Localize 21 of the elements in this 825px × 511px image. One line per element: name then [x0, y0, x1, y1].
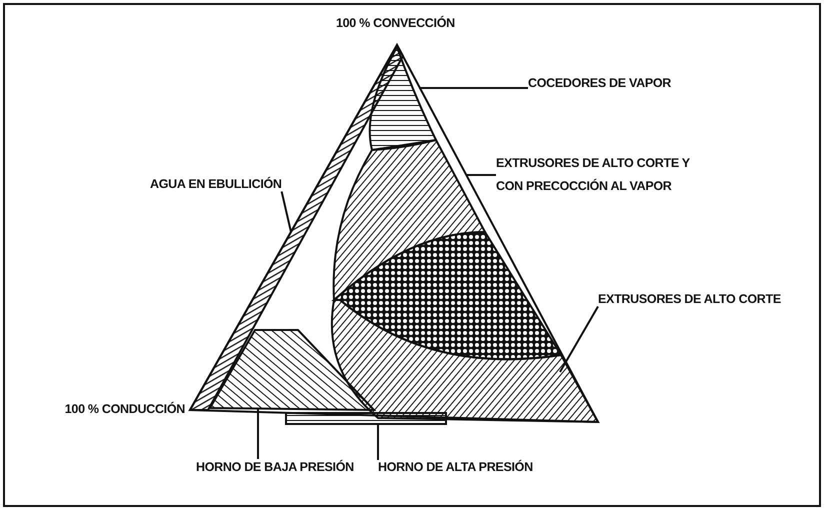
leader-line [419, 87, 528, 89]
leader-line [559, 306, 599, 372]
region-label: HORNO DE BAJA PRESIÓN [196, 456, 354, 478]
region-label: COCEDORES DE VAPOR [528, 72, 672, 94]
leader-line [257, 408, 259, 459]
hatched-strip [188, 42, 404, 411]
hatched-region [330, 299, 599, 423]
leader-line [466, 174, 496, 176]
region-label: EXTRUSORES DE ALTO CORTE Y CON PRECOCCIÓN AL VAPOR [496, 152, 716, 197]
crosshatched-region [333, 231, 562, 360]
vertex-label: 100 % CONVECCIÓN [336, 14, 455, 32]
region-label: HORNO DE ALTA PRESIÓN [378, 456, 533, 478]
leader-line [280, 191, 292, 232]
hatched-bar [285, 412, 447, 425]
region-label: EXTRUSORES DE ALTO CORTE [598, 288, 781, 310]
leader-line [377, 424, 379, 460]
hatched-region [368, 46, 437, 151]
hatched-region [332, 139, 486, 301]
hatched-region [208, 329, 376, 412]
vertex-label: 100 % CONDUCCIÓN [64, 400, 185, 418]
region-label: AGUA EN EBULLICIÓN [150, 173, 282, 196]
